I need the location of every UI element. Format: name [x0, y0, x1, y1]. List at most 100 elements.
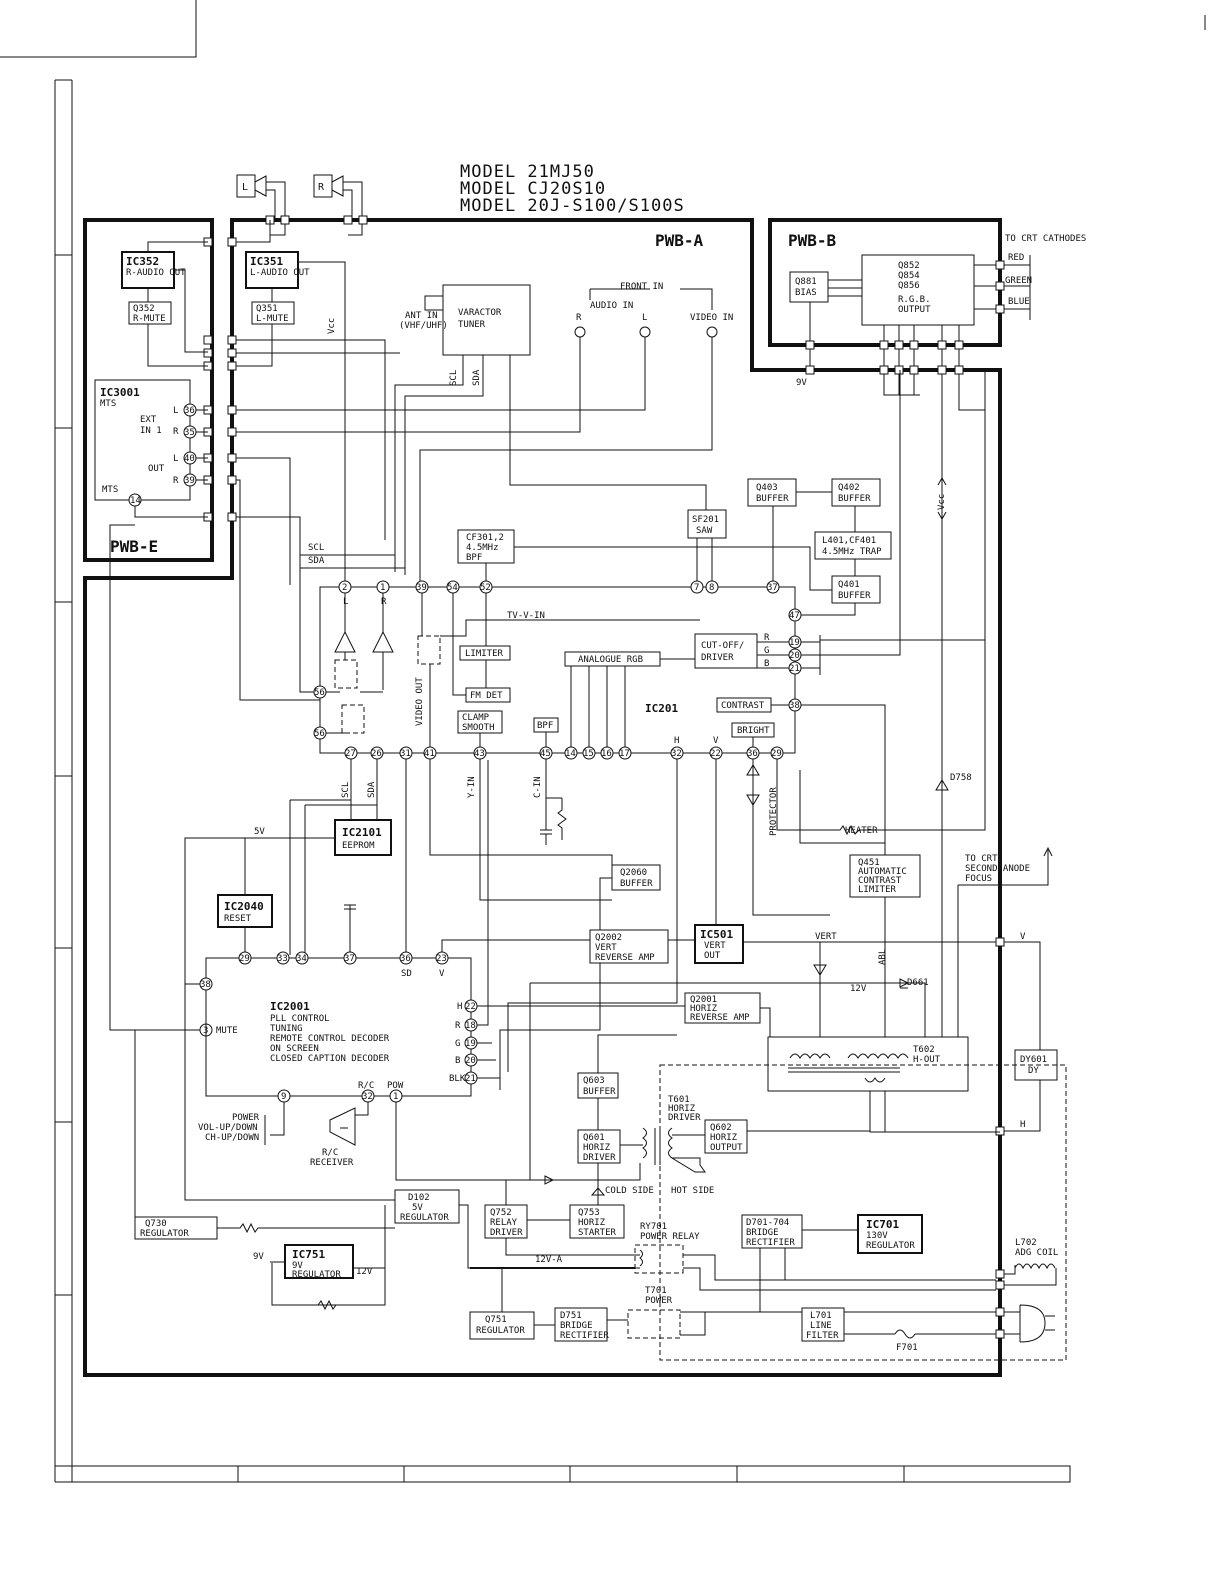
cold-side-label: COLD SIDE [605, 1186, 654, 1196]
l401-trap-box [814, 531, 892, 560]
ic3001-desc: MTS [100, 399, 116, 409]
deflection-area: Q2001 HORIZ REVERSE AMP T602 H-OUT DY601… [529, 983, 1067, 1361]
svg-text:33: 33 [277, 954, 288, 964]
svg-text:12V: 12V [850, 984, 867, 994]
c-in-label: C-IN [533, 776, 543, 798]
svg-text:Q852: Q852 [898, 261, 920, 271]
q352-box [128, 301, 172, 325]
svg-text:VOL-UP/DOWN: VOL-UP/DOWN [198, 1123, 258, 1133]
svg-text:ABL: ABL [878, 949, 888, 965]
svg-text:CONTRAST: CONTRAST [721, 701, 765, 711]
ext-label: EXT [140, 415, 157, 425]
svg-text:R/C: R/C [358, 1081, 374, 1091]
t602-box [767, 1036, 969, 1092]
out-label: OUT [148, 464, 165, 474]
svg-text:34: 34 [296, 954, 307, 964]
svg-text:POWER: POWER [645, 1296, 673, 1306]
svg-text:POW: POW [387, 1081, 404, 1091]
svg-text:BUFFER: BUFFER [620, 879, 653, 889]
svg-text:GREEN: GREEN [1005, 276, 1032, 286]
svg-text:HEATER: HEATER [845, 826, 878, 836]
varactor-tuner-box [442, 284, 531, 356]
out-l-label: L [173, 454, 178, 464]
svg-text:IC2040: IC2040 [224, 900, 264, 913]
svg-text:ADG COIL: ADG COIL [1015, 1248, 1058, 1258]
hot-side-label: HOT SIDE [671, 1186, 714, 1196]
svg-text:POWER RELAY: POWER RELAY [640, 1232, 700, 1242]
svg-text:Q730: Q730 [145, 1219, 167, 1229]
svg-text:SAW: SAW [696, 526, 713, 536]
q753-box [569, 1204, 625, 1239]
svg-text:RECTIFIER: RECTIFIER [560, 1331, 609, 1341]
svg-text:9: 9 [281, 1092, 286, 1102]
video-in-label: VIDEO IN [690, 313, 733, 323]
svg-text:CLOSED CAPTION DECODER: CLOSED CAPTION DECODER [270, 1054, 390, 1064]
t701-transformer-icon [627, 1309, 681, 1339]
svg-text:23: 23 [436, 954, 447, 964]
control-area: IC2101 EEPROM 5V IC2040 RESET Q2060 BUFF… [184, 370, 1053, 1201]
mts-label: MTS [102, 485, 118, 495]
svg-text:HORIZ: HORIZ [668, 1104, 696, 1114]
svg-text:15: 15 [583, 749, 594, 759]
svg-text:19: 19 [789, 638, 800, 648]
svg-text:1: 1 [393, 1092, 398, 1102]
svg-text:REGULATOR: REGULATOR [400, 1213, 449, 1223]
board-outlines: PWB-E PWB-A PWB-B [83, 218, 1002, 1377]
ext-r-label: R [173, 427, 179, 437]
ic201-label: IC201 [645, 702, 678, 715]
pwb-b-blocks: Q881 BIAS Q852 Q854 Q856 R.G.B. OUTPUT T… [789, 234, 1086, 641]
ic2001-name: IC2001 [270, 1000, 310, 1013]
svg-text:SCL: SCL [308, 543, 324, 553]
svg-text:CH-UP/DOWN: CH-UP/DOWN [205, 1133, 259, 1143]
svg-text:Q751: Q751 [485, 1315, 507, 1325]
svg-text:SD: SD [401, 969, 412, 979]
svg-text:RESET: RESET [224, 914, 252, 924]
svg-text:Q881: Q881 [795, 277, 817, 287]
svg-text:LIMITER: LIMITER [858, 885, 897, 895]
svg-text:BRIDGE: BRIDGE [560, 1321, 593, 1331]
d-vert-diode-icon [743, 941, 996, 1037]
svg-text:9V: 9V [796, 378, 807, 388]
svg-text:RED: RED [1008, 253, 1024, 263]
svg-text:HORIZ: HORIZ [583, 1143, 611, 1153]
svg-text:H: H [674, 736, 679, 746]
antenna-jack-icon [424, 295, 444, 311]
svg-text:DRIVER: DRIVER [701, 653, 734, 663]
svg-text:TUNING: TUNING [270, 1024, 303, 1034]
svg-text:Q2060: Q2060 [620, 868, 647, 878]
svg-text:SDA: SDA [472, 369, 482, 386]
audio-switch-2 [341, 704, 365, 734]
ant-in-label: ANT IN [405, 311, 438, 321]
svg-text:Q403: Q403 [756, 483, 778, 493]
svg-text:26: 26 [371, 749, 382, 759]
svg-text:Q402: Q402 [838, 483, 860, 493]
pwb-e-outline [83, 218, 214, 562]
svg-text:4.5MHz: 4.5MHz [466, 543, 499, 553]
svg-text:Q2002: Q2002 [595, 933, 622, 943]
svg-text:SECOND ANODE: SECOND ANODE [965, 864, 1030, 874]
svg-text:R.G.B.: R.G.B. [898, 295, 931, 305]
rc-receiver-icon [329, 1102, 540, 1181]
svg-text:130V: 130V [866, 1231, 888, 1241]
audio-in-label: AUDIO IN [590, 301, 633, 311]
svg-text:ANALOGUE RGB: ANALOGUE RGB [578, 655, 643, 665]
tv-v-in-label: TV-V-IN [507, 611, 545, 621]
f701-fuse-icon [844, 1329, 996, 1339]
page-frame [0, 0, 1206, 1483]
svg-text:Q2001: Q2001 [690, 995, 717, 1005]
svg-text:LINE: LINE [810, 1321, 832, 1331]
q402-box [831, 478, 881, 507]
svg-text:R: R [764, 633, 770, 643]
svg-text:G: G [764, 646, 769, 656]
svg-text:52: 52 [480, 583, 491, 593]
svg-text:FOCUS: FOCUS [965, 874, 992, 884]
pwb-b-outline [768, 218, 1002, 347]
svg-text:Q602: Q602 [710, 1123, 732, 1133]
svg-text:Vcc: Vcc [937, 494, 947, 510]
svg-text:AUTOMATIC: AUTOMATIC [858, 867, 907, 877]
svg-text:43: 43 [474, 749, 485, 759]
svg-text:RECEIVER: RECEIVER [310, 1158, 354, 1168]
svg-text:BRIDGE: BRIDGE [746, 1228, 779, 1238]
svg-text:BRIGHT: BRIGHT [737, 726, 770, 736]
svg-text:B: B [455, 1056, 460, 1066]
